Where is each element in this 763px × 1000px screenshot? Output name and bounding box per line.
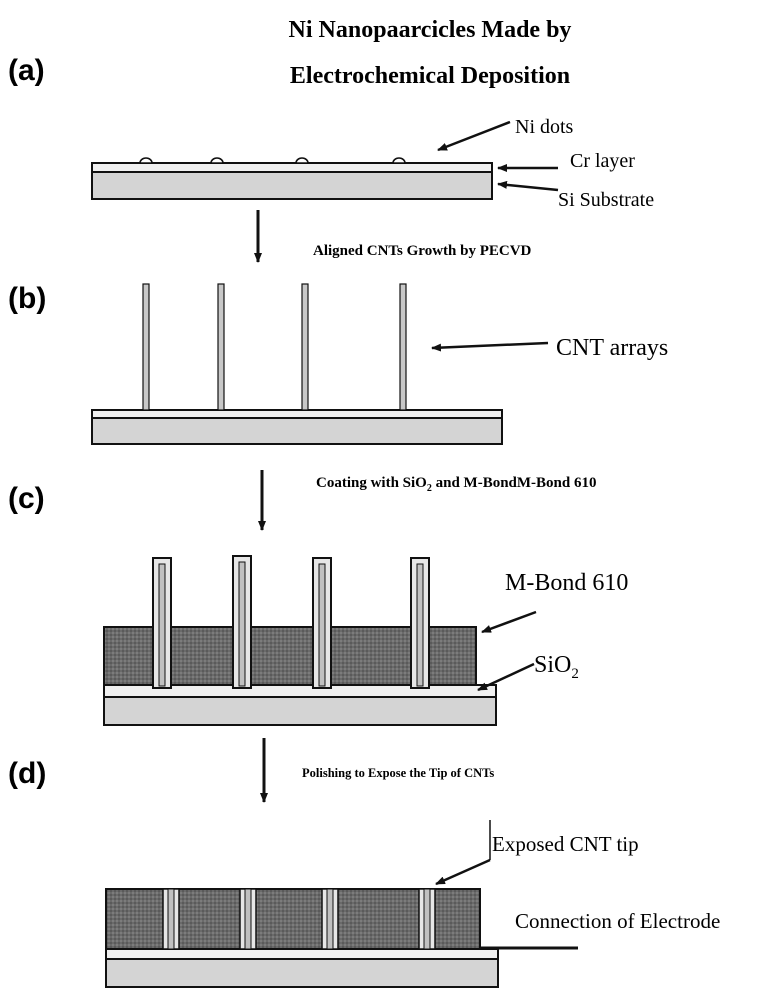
step-label-d: Polishing to Expose the Tip of CNTs	[302, 766, 494, 780]
step-label-b: Aligned CNTs Growth by PECVD	[313, 243, 532, 259]
mbond-label: M-Bond 610	[505, 570, 628, 596]
panel-label-a: (a)	[8, 54, 45, 87]
cnt	[238, 561, 246, 687]
cnt	[399, 283, 407, 411]
cnt	[217, 283, 225, 411]
si-substrate	[91, 417, 503, 445]
panel-label-d: (d)	[8, 757, 46, 790]
cnt	[318, 563, 326, 687]
si-substrate	[105, 958, 499, 988]
cnt	[142, 283, 150, 411]
sio2-label: SiO2	[534, 652, 579, 682]
cnt	[416, 563, 424, 687]
panel-a-structure	[91, 157, 493, 200]
step-label-c: Coating with SiO2 and M-BondM-Bond 610	[316, 475, 596, 494]
electrode-connection-label: Connection of Electrode	[515, 909, 720, 933]
mbond-arrow	[481, 610, 537, 634]
ni-dot	[392, 157, 406, 164]
ni-dot	[295, 157, 309, 164]
ni-dot	[210, 157, 224, 164]
panel-d-structure	[105, 888, 499, 988]
cnt	[244, 888, 252, 950]
exposed-tip-label: Exposed CNT tip	[492, 832, 639, 856]
cnt-arrays-arrow	[431, 341, 549, 352]
si-substrate	[103, 696, 497, 726]
panel-c-structure	[103, 555, 497, 726]
si-substrate	[91, 171, 493, 200]
cnt	[158, 563, 166, 687]
panel-label-b: (b)	[8, 282, 46, 315]
cr-layer	[91, 162, 493, 173]
diagram-title-line2: Electrochemical Deposition	[290, 63, 570, 89]
ni-dot	[139, 157, 153, 164]
cnt-arrays-label: CNT arrays	[556, 335, 668, 361]
cnt	[326, 888, 334, 950]
sio2-layer	[105, 948, 499, 960]
sio2-arrow	[477, 662, 535, 692]
exposed-tip-arrow	[435, 858, 491, 886]
ni-dots-arrow	[437, 120, 511, 152]
cr-layer-label: Cr layer	[570, 150, 635, 172]
si-substrate-arrow	[497, 180, 559, 192]
diagram-title-line1: Ni Nanopaarcicles Made by	[289, 17, 572, 43]
cnt	[167, 888, 175, 950]
cnt	[301, 283, 309, 411]
cr-layer	[91, 409, 503, 419]
cnt	[423, 888, 431, 950]
panel-label-c: (c)	[8, 482, 45, 515]
panel-b-structure	[91, 283, 503, 445]
ni-dots-label: Ni dots	[515, 116, 574, 138]
si-substrate-label: Si Substrate	[558, 189, 654, 211]
